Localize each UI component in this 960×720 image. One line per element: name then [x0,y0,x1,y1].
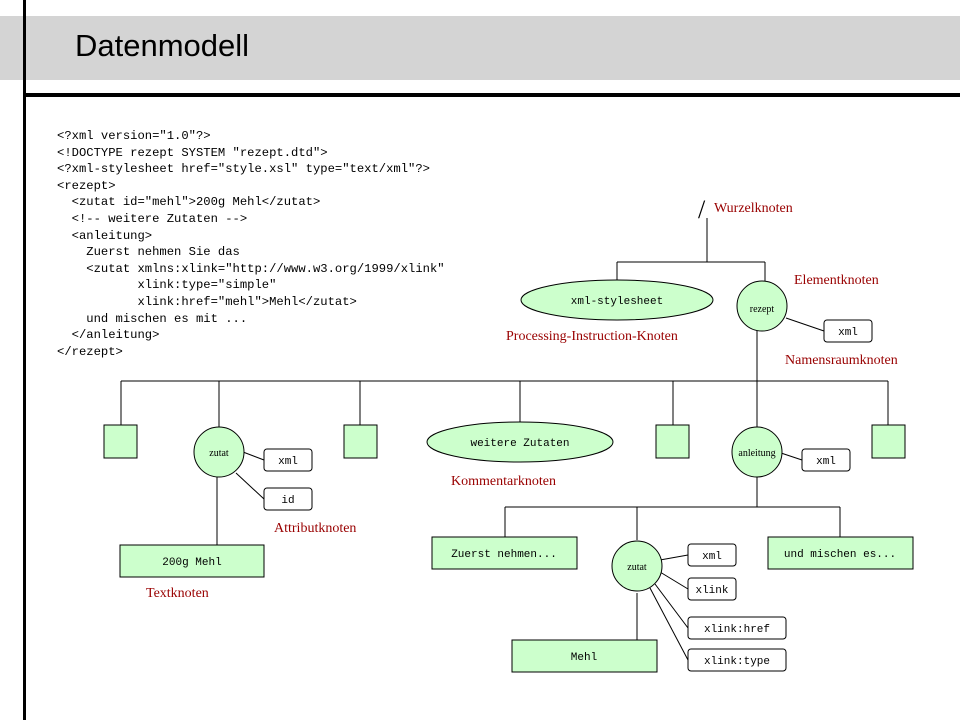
text-node-mehl [511,639,658,673]
attr-node-xlink-type-label: xlink:type [704,656,770,668]
element-node-zutat-label: zutat [209,448,229,459]
tree-edges [120,218,889,661]
code-line: Zuerst nehmen Sie das [57,245,240,260]
element-node-zutat [193,426,245,478]
edge-anleitung-ns [780,452,803,461]
edge-zutat1-ns [242,451,265,461]
label-elementknoten: Elementknoten [794,273,879,288]
ns-node-xlink [687,577,737,601]
element-node-zutat [611,540,663,592]
ns-node-xlink-label: xlink [695,585,728,597]
whitespace-text-node [871,424,906,459]
code-line: und mischen es mit ... [57,311,248,326]
code-line: </anleitung> [57,328,160,343]
ns-node-zutat [263,448,313,472]
code-line: <rezept> [57,178,116,193]
text-node-mischen [767,536,914,570]
xml-code-block: <?xml version="1.0"?> <!DOCTYPE rezept SY… [57,128,445,360]
ns-node-xml [687,543,737,567]
code-line: <zutat id="mehl">200g Mehl</zutat> [57,195,321,210]
edge-zutat2-ns1 [659,554,689,561]
text-node-200g-mehl [119,544,265,578]
comment-node-label: weitere Zutaten [470,438,569,450]
code-line: <!DOCTYPE rezept SYSTEM "rezept.dtd"> [57,145,328,160]
label-pi-knoten: Processing-Instruction-Knoten [506,329,678,344]
code-line: xlink:type="simple" [57,278,277,293]
whitespace-text-node [655,424,690,459]
header-rule [23,93,960,97]
text-node-zuerst [431,536,578,570]
comment-node [426,421,614,463]
pi-node-label: xml-stylesheet [571,296,663,308]
attr-node-id-label: id [281,495,294,507]
code-line: <?xml version="1.0"?> [57,129,211,143]
code-line: </rezept> [57,344,123,359]
attr-node-xlink-href-label: xlink:href [704,624,770,636]
attr-node-id [263,487,313,511]
ns-node-zutat-label: xml [278,456,298,468]
attr-node-xlink-type [687,648,787,672]
element-node-anleitung [731,426,783,478]
label-attributknoten: Attributknoten [274,521,356,536]
edge-zutat2-attr2 [649,587,689,661]
label-textknoten: Textknoten [146,586,209,601]
pi-node [520,279,714,321]
code-line: <zutat xmlns:xlink="http://www.w3.org/19… [57,261,445,276]
whitespace-text-node [343,424,378,459]
ns-node-rezept [823,319,873,343]
text-node-mischen-label: und mischen es... [784,549,896,561]
edge-zutat1-attr [235,472,265,500]
label-kommentarknoten: Kommentarknoten [451,474,556,489]
text-node-zuerst-label: Zuerst nehmen... [451,549,557,561]
ns-node-anleitung-label: xml [816,456,836,468]
text-node-200g-mehl-label: 200g Mehl [162,557,221,569]
code-line: <?xml-stylesheet href="style.xsl" type="… [57,162,430,177]
attr-node-xlink-href [687,616,787,640]
label-namensraumknoten: Namensraumknoten [785,353,898,368]
element-node-rezept-label: rezept [750,304,775,315]
ns-node-xml-label: xml [702,551,722,563]
element-node-zutat-label: zutat [627,562,647,573]
code-line: <!-- weitere Zutaten --> [57,211,248,226]
slide-title: Datenmodell [75,28,250,63]
label-wurzelknoten: Wurzelknoten [714,201,793,216]
element-node-anleitung-label: anleitung [738,448,775,459]
root-node: / [698,195,706,224]
edge-zutat2-attr1 [654,583,689,629]
edge-zutat2-ns2 [659,571,689,590]
ns-node-anleitung [801,448,851,472]
element-node-rezept [736,280,788,332]
text-node-mehl-label: Mehl [571,652,597,664]
left-rule [23,0,26,720]
edge-rezept-ns [785,317,825,332]
code-line: <anleitung> [57,228,153,243]
code-line: xlink:href="mehl">Mehl</zutat> [57,294,357,309]
title-band [0,16,960,80]
ns-node-rezept-label: xml [838,327,858,339]
whitespace-text-node [103,424,138,459]
